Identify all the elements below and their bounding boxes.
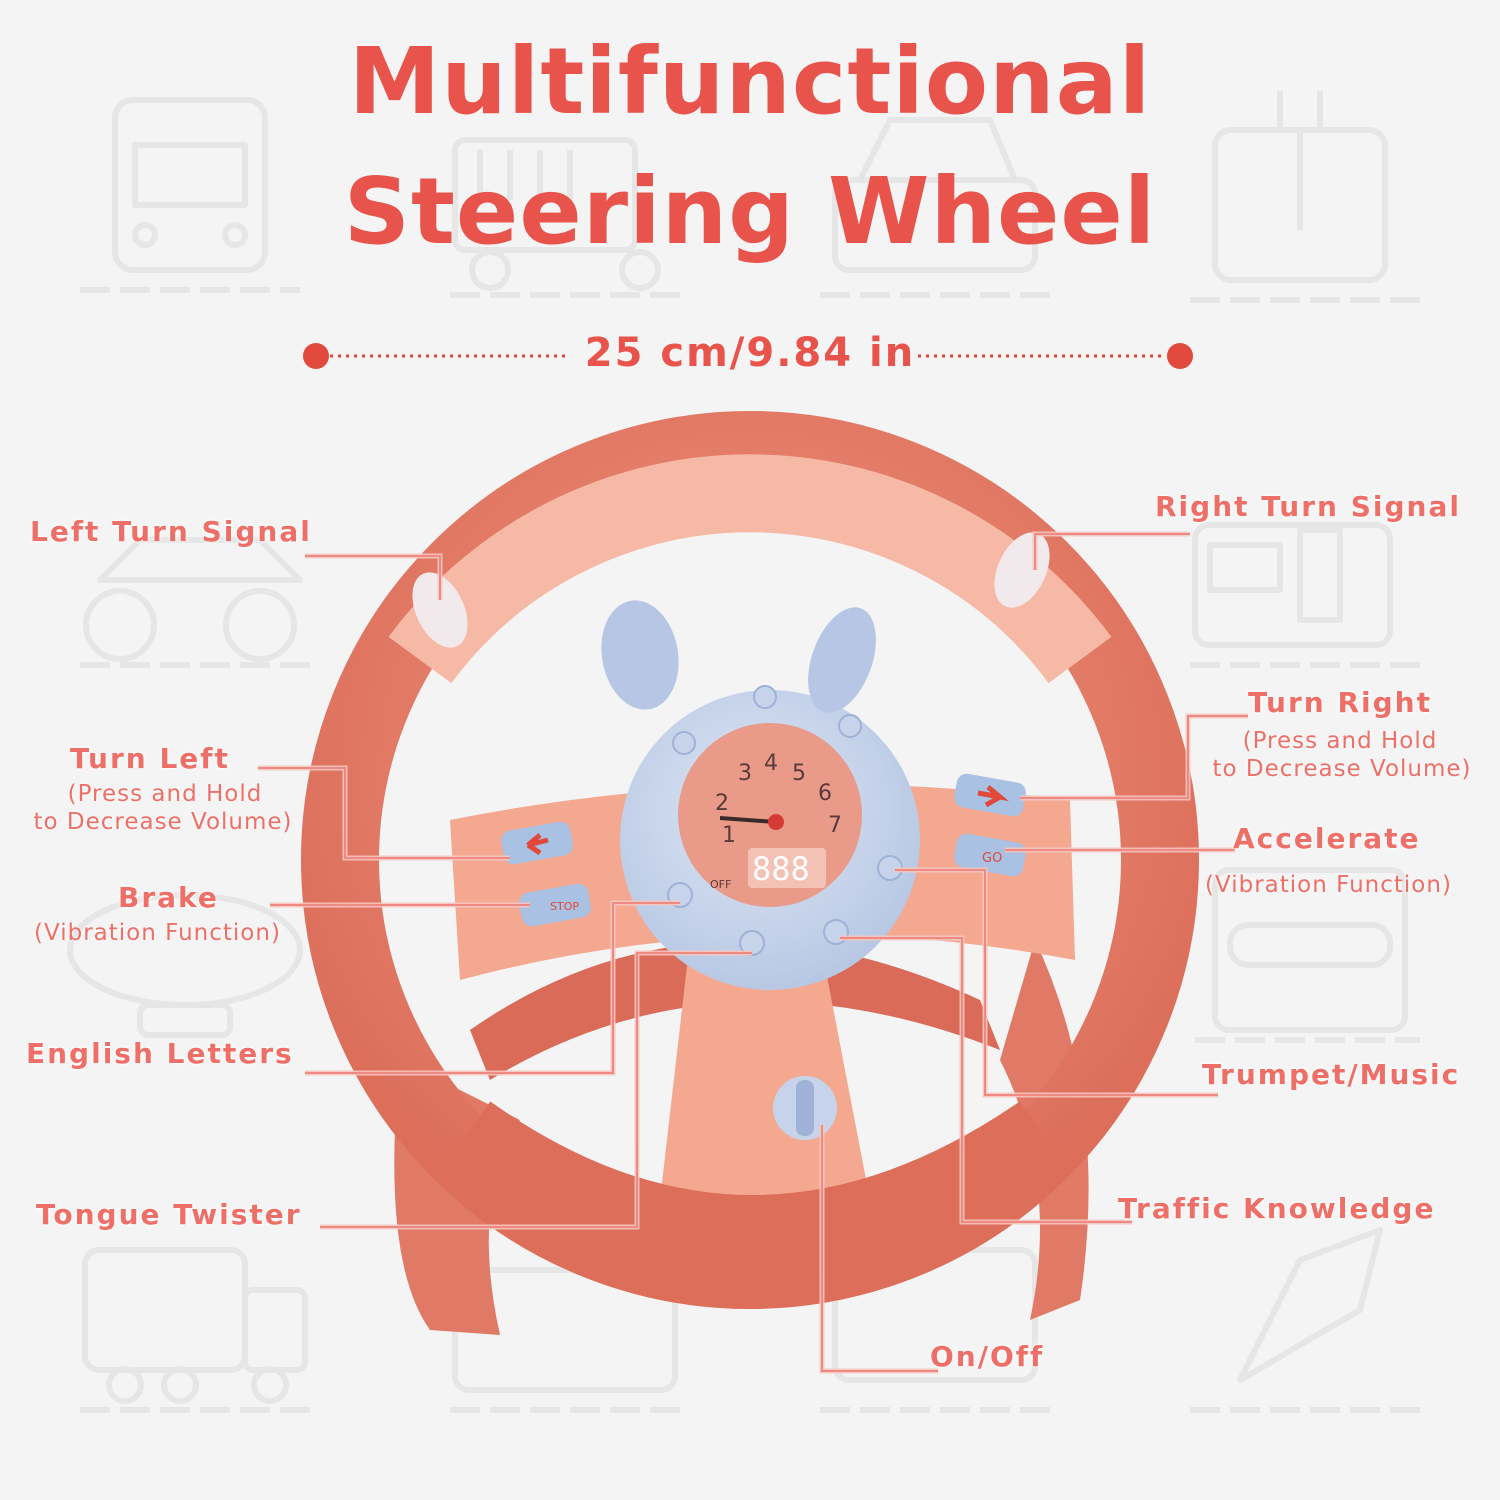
dump-truck-icon <box>80 1247 310 1413</box>
gauge-number-1: 1 <box>722 823 736 848</box>
label-english-letters: English Letters <box>26 1037 294 1070</box>
jeep-icon <box>450 137 680 298</box>
label-turn-right-sub-2: to Decrease Volume) <box>1212 756 1472 782</box>
left-turn-signal-light-icon <box>412 572 468 648</box>
camper-icon <box>1190 522 1420 668</box>
label-brake-sub: (Vibration Function) <box>34 920 281 946</box>
label-turn-right: Turn Right <box>1248 686 1432 719</box>
label-turn-left: Turn Left <box>70 742 230 775</box>
label-on-off: On/Off <box>930 1340 1045 1373</box>
stop-button-label: STOP <box>550 900 579 913</box>
bus-icon <box>80 97 300 293</box>
gauge-number-7: 7 <box>828 813 842 838</box>
label-accelerate: Accelerate <box>1233 822 1421 855</box>
robot-bus-icon <box>1190 90 1420 303</box>
blimp-icon <box>67 892 303 1038</box>
car-icon <box>820 117 1050 298</box>
digital-display-digits: 888 <box>752 850 810 888</box>
rocket-icon <box>1190 1227 1420 1413</box>
gauge-needle <box>719 816 776 824</box>
gauge-needle-pivot <box>768 814 784 830</box>
dimension-right-dot-icon <box>1167 343 1193 369</box>
gauge-number-4: 4 <box>764 751 778 776</box>
label-accelerate-sub: (Vibration Function) <box>1205 872 1452 898</box>
label-traffic-knowledge: Traffic Knowledge <box>1118 1192 1436 1225</box>
label-turn-left-sub-2: to Decrease Volume) <box>33 809 293 835</box>
title-line-1: Multifunctional <box>348 28 1152 135</box>
dimension-left-dot-icon <box>303 343 329 369</box>
bunny-ear-right <box>808 607 876 713</box>
quad-bike-icon <box>80 537 310 668</box>
label-right-turn-signal: Right Turn Signal <box>1155 490 1461 523</box>
title-line-2: Steering Wheel <box>343 158 1157 265</box>
go-button-label: GO <box>982 851 1002 866</box>
wheel-rim <box>301 411 1199 1309</box>
off-label: OFF <box>710 878 731 891</box>
dimension-line <box>303 343 1193 369</box>
label-trumpet-music: Trumpet/Music <box>1202 1058 1461 1091</box>
hub-button-top-3 <box>838 714 862 738</box>
label-turn-right-sub-1: (Press and Hold <box>1242 728 1438 754</box>
label-left-turn-signal: Left Turn Signal <box>30 515 312 548</box>
gauge-number-2: 2 <box>715 791 729 816</box>
hub-button-top-2 <box>753 685 777 709</box>
label-turn-left-sub-1: (Press and Hold <box>67 781 263 807</box>
label-brake: Brake <box>118 881 219 914</box>
gauge-number-3: 3 <box>738 761 752 786</box>
hub-button-top-1 <box>672 731 696 755</box>
dimension-label: 25 cm/9.84 in <box>584 330 916 376</box>
truck-icon <box>1195 867 1420 1043</box>
accelerate-go-button-icon <box>954 833 1026 877</box>
bunny-ear-left <box>601 600 679 710</box>
wheel-rim-top-light <box>388 454 1112 684</box>
digital-display <box>748 848 826 888</box>
gauge-number-6: 6 <box>818 781 832 806</box>
brake-stop-button-icon <box>519 883 591 927</box>
gauge-number-5: 5 <box>792 761 806 786</box>
label-tongue-twister: Tongue Twister <box>36 1198 302 1231</box>
